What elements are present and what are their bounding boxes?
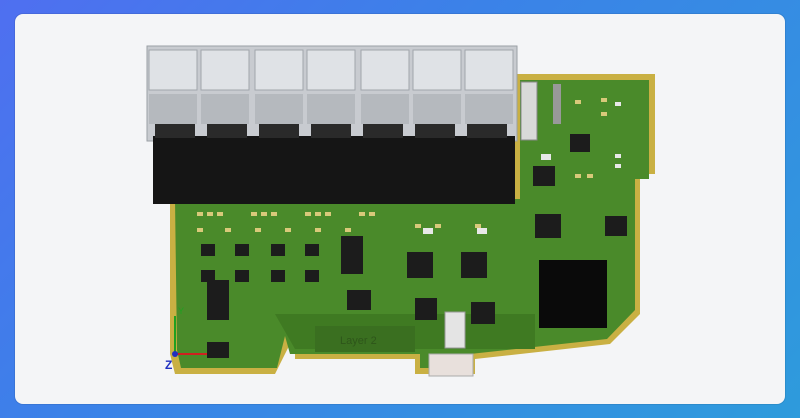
- terminal-blocks: [146, 45, 518, 204]
- silkscreen-area: [315, 326, 415, 352]
- fpc-connector: [520, 81, 538, 141]
- pcb-render: Layer 2: [146, 45, 655, 377]
- z-axis-dot: [172, 351, 178, 357]
- pcb-board: Layer 2: [170, 74, 655, 374]
- ics: [201, 134, 627, 358]
- y-axis-label: Y: [178, 306, 184, 316]
- z-axis-label: Z: [165, 358, 172, 372]
- passive-components: [197, 98, 607, 232]
- axis-triad: Z Y: [165, 306, 207, 372]
- silkscreen-text: Layer 2: [340, 335, 377, 347]
- leds: [423, 102, 621, 234]
- usb-connector: [428, 311, 474, 377]
- 3d-viewport[interactable]: Layer 2: [15, 14, 785, 404]
